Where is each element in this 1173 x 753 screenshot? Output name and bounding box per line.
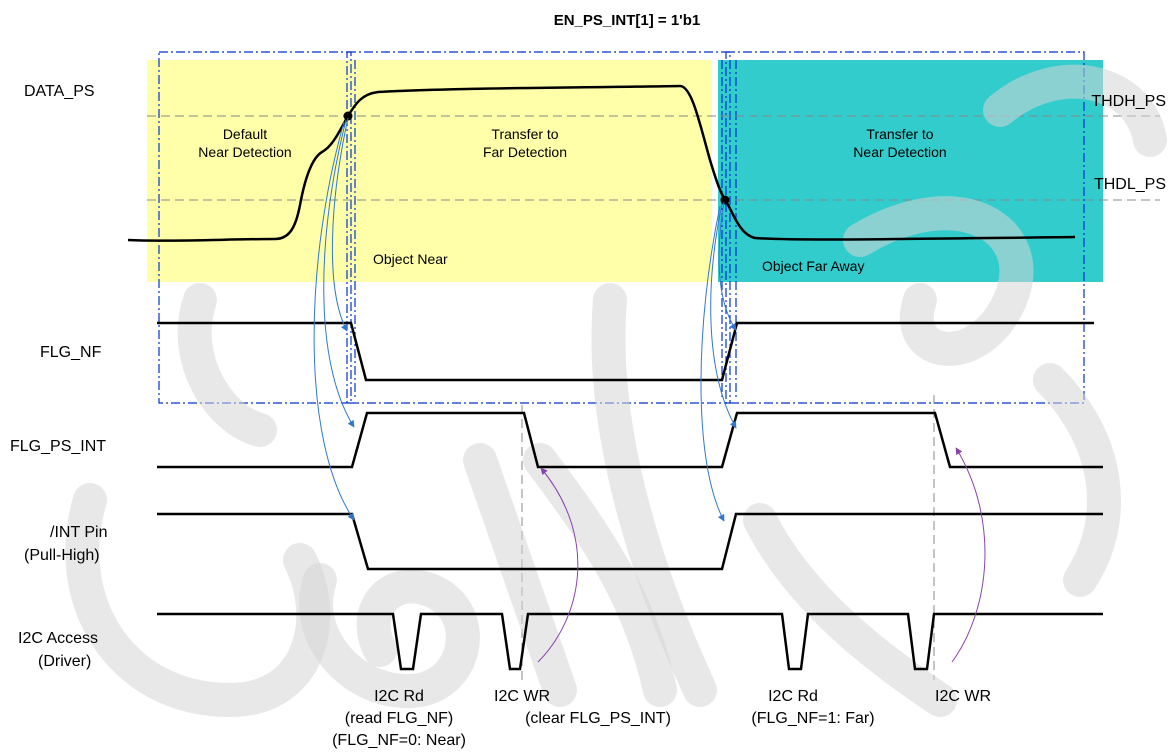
i2c-rd1-result: (FLG_NF=0: Near) (332, 732, 466, 749)
i2c-rd1-detail: (read FLG_NF) (345, 710, 453, 727)
i2c-wr1-label: I2C WR (494, 688, 550, 705)
i2c-rd1-label: I2C Rd (374, 688, 424, 705)
int-pin-pullhigh-label: (Pull-High) (24, 547, 100, 564)
purple-clear-arrows (537, 447, 986, 663)
zone-default-subtitle: Near Detection (198, 144, 291, 160)
i2c-wr2-label: I2C WR (935, 688, 991, 705)
int-pin-label: /INT Pin (50, 524, 108, 541)
diagram-title: EN_PS_INT[1] = 1'b1 (554, 12, 701, 29)
data-ps-label: DATA_PS (24, 83, 95, 100)
zone-near-title: Transfer to (866, 126, 933, 142)
thdh-crossing-dot (343, 111, 353, 121)
zone-far-subtitle: Far Detection (483, 144, 567, 160)
object-far-label: Object Far Away (762, 258, 864, 274)
zone-default-title: Default (223, 126, 267, 142)
flg-ps-int-label: FLG_PS_INT (10, 438, 106, 455)
i2c-driver-label: (Driver) (38, 653, 91, 670)
data-ps-waveform (127, 84, 1076, 242)
blue-cause-arrows (313, 117, 737, 522)
zone-far-title: Transfer to (491, 126, 558, 142)
thdl-ps-label: THDL_PS (1094, 176, 1166, 193)
zone-near-subtitle: Near Detection (853, 144, 946, 160)
flg-nf-label: FLG_NF (40, 344, 102, 361)
thdl-crossing-dot (720, 195, 730, 205)
i2c-rd2-detail: (FLG_NF=1: Far) (751, 710, 874, 727)
thdh-ps-label: THDH_PS (1091, 93, 1166, 110)
i2c-access-waveform (157, 612, 1103, 671)
near-zone-background (147, 60, 712, 282)
i2c-access-label: I2C Access (18, 630, 98, 647)
object-near-label: Object Near (373, 251, 448, 267)
i2c-rd2-label: I2C Rd (768, 688, 818, 705)
i2c-wr1-detail: (clear FLG_PS_INT) (525, 710, 671, 727)
int-pin-waveform (157, 512, 1103, 571)
dashdot-boxes (158, 51, 1085, 404)
flg-nf-waveform (157, 321, 1094, 382)
flg-ps-int-waveform (157, 411, 1103, 469)
